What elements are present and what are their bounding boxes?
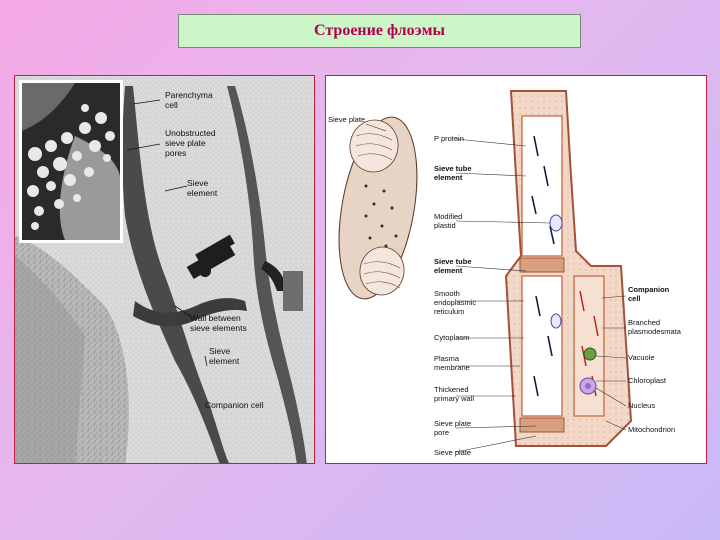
label-sieve-plate-bottom: Sieve plate <box>434 448 471 457</box>
label-vacuole: Vacuole <box>628 353 655 362</box>
label-companion-cell: Companion cell <box>205 400 264 410</box>
label-cytoplasm: Cytoplasm <box>434 333 469 342</box>
label-sieve-plate-oval: Sieve plate <box>328 115 365 124</box>
slide-title: Строение флоэмы <box>314 22 445 40</box>
slide-title-box: Строение флоэмы <box>178 14 581 48</box>
label-nucleus: Nucleus <box>628 401 655 410</box>
label-mitochondrion: Mitochondrion <box>628 425 675 434</box>
label-p-protein: P protein <box>434 134 464 143</box>
label-chloroplast: Chloroplast <box>628 376 667 385</box>
